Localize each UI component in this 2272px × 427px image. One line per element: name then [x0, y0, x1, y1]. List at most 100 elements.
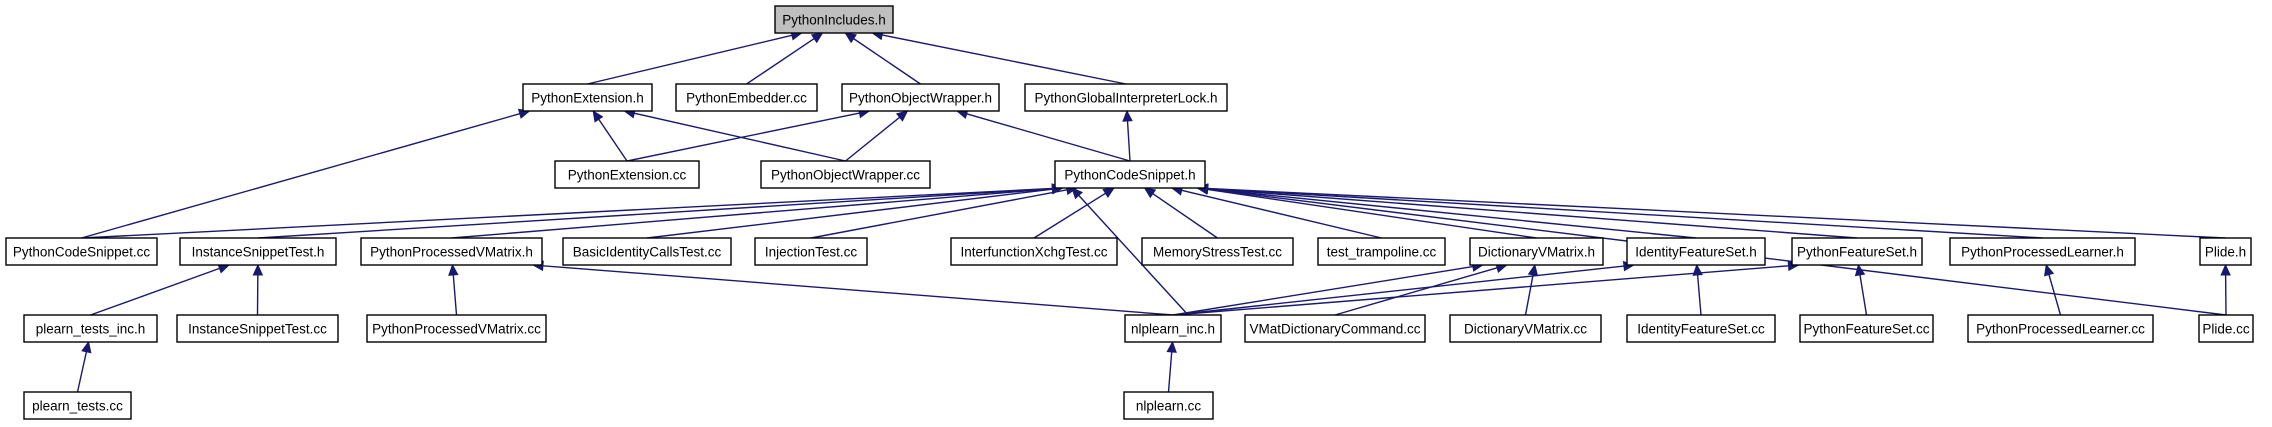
node-tramp[interactable]: test_trampoline.cc: [1317, 237, 1446, 266]
edge-line: [1172, 265, 1474, 316]
arrow-head: [810, 32, 824, 44]
node-ifs[interactable]: IdentityFeatureSet.h: [1626, 237, 1766, 266]
node-box: [554, 160, 700, 189]
node-label: PythonProcessedLearner.h: [1961, 245, 2124, 260]
edge-pycs-to-pyobjw: [955, 108, 1131, 162]
node-pfs[interactable]: PythonFeatureSet.h: [1791, 237, 1923, 266]
node-box: [1626, 237, 1766, 266]
edge-line: [1207, 188, 1537, 239]
node-box: [1449, 314, 1602, 343]
node-label: PythonExtension.h: [531, 91, 644, 106]
node-box: [1123, 391, 1214, 420]
node-plideh[interactable]: Plide.h: [2199, 237, 2252, 266]
arrow-head: [895, 110, 909, 122]
node-label: PythonGlobalInterpreterLock.h: [1034, 91, 1217, 106]
node-ixt[interactable]: InterfunctionXchgTest.cc: [950, 237, 1118, 266]
node-ifscc[interactable]: IdentityFeatureSet.cc: [1626, 314, 1776, 343]
edge-pygil-to-pyincludes: [871, 29, 1127, 85]
node-injt[interactable]: InjectionTest.cc: [754, 237, 868, 266]
node-ppvm[interactable]: PythonProcessedVMatrix.h: [360, 237, 543, 266]
edge-ppvmcc-to-ppvm: [448, 263, 459, 316]
node-isth[interactable]: InstanceSnippetTest.h: [179, 237, 337, 266]
node-label: nlplearn.cc: [1136, 399, 1202, 414]
node-label: PythonCodeSnippet.cc: [13, 245, 151, 260]
node-label: plearn_tests_inc.h: [36, 322, 146, 337]
node-pfscc[interactable]: PythonFeatureSet.cc: [1799, 314, 1934, 343]
edge-line: [1207, 188, 1858, 239]
edge-line: [1078, 194, 1201, 329]
node-ppvmcc[interactable]: PythonProcessedVMatrix.cc: [366, 314, 547, 343]
node-istcc[interactable]: InstanceSnippetTest.cc: [176, 314, 339, 343]
node-vmdc[interactable]: VMatDictionaryCommand.cc: [1244, 314, 1426, 343]
edge-line: [1172, 265, 1789, 316]
arrow-head: [1166, 340, 1177, 353]
edge-pyemb-to-pyincludes: [746, 32, 824, 85]
node-dvmcc[interactable]: DictionaryVMatrix.cc: [1449, 314, 1602, 343]
node-box: [1054, 160, 1206, 189]
arrow-head: [448, 263, 459, 276]
arrow-head: [1854, 263, 1866, 277]
node-box: [2199, 237, 2252, 266]
edge-line: [810, 189, 1068, 239]
edge-line: [1334, 267, 1498, 316]
edge-line: [452, 274, 458, 316]
node-pltinc[interactable]: plearn_tests_inc.h: [23, 314, 158, 343]
arrow-head: [844, 32, 857, 44]
node-box: [1024, 83, 1228, 112]
node-pyext[interactable]: PythonExtension.h: [522, 83, 653, 112]
node-box: [1799, 314, 1934, 343]
node-pygil[interactable]: PythonGlobalInterpreterLock.h: [1024, 83, 1228, 112]
node-box: [1626, 314, 1776, 343]
node-pyemb[interactable]: PythonEmbedder.cc: [675, 83, 818, 112]
node-ppl[interactable]: PythonProcessedLearner.h: [1949, 237, 2136, 266]
edge-line: [1172, 265, 1625, 316]
node-pyextcc[interactable]: PythonExtension.cc: [554, 160, 700, 189]
edge-pyextcc-to-pyext: [592, 109, 628, 162]
node-label: PythonFeatureSet.cc: [1803, 322, 1929, 337]
node-label: PythonObjectWrapper.cc: [771, 168, 920, 183]
edge-pltinc-to-isth: [90, 263, 231, 316]
edge-line: [1033, 192, 1106, 239]
node-box: [1967, 314, 2154, 343]
node-pycscc[interactable]: PythonCodeSnippet.cc: [5, 237, 158, 266]
node-dvm[interactable]: DictionaryVMatrix.h: [1469, 237, 1604, 266]
node-label: InjectionTest.cc: [765, 245, 858, 260]
node-pyobjw[interactable]: PythonObjectWrapper.h: [841, 83, 1000, 112]
node-pltcc[interactable]: plearn_tests.cc: [23, 391, 132, 420]
node-label: IdentityFeatureSet.cc: [1637, 322, 1765, 337]
node-box: [1141, 237, 1294, 266]
edge-line: [1524, 274, 1534, 316]
node-label: InterfunctionXchgTest.cc: [960, 245, 1107, 260]
node-nlcc[interactable]: nlplearn.cc: [1123, 391, 1214, 420]
node-pycs[interactable]: PythonCodeSnippet.h: [1054, 160, 1206, 189]
edge-line: [1152, 193, 1218, 239]
arrow-head: [252, 263, 264, 276]
node-nlinc[interactable]: nlplearn_inc.h: [1124, 314, 1222, 343]
node-mst[interactable]: MemoryStressTest.cc: [1141, 237, 1294, 266]
node-box: [1949, 237, 2136, 266]
edge-line: [966, 113, 1131, 162]
node-box: [774, 5, 894, 34]
edge-pycs-to-pygil: [1122, 109, 1133, 162]
node-plidecc[interactable]: Plide.cc: [2198, 314, 2254, 343]
node-label: test_trampoline.cc: [1327, 245, 1437, 260]
edge-pltcc-to-pltinc: [76, 340, 92, 393]
node-box: [562, 237, 732, 266]
node-label: IdentityFeatureSet.h: [1635, 245, 1757, 260]
edge-line: [76, 351, 88, 393]
edge-nlinc-to-dvm: [1172, 261, 1484, 316]
node-box: [1791, 237, 1923, 266]
edge-line: [451, 188, 1053, 239]
edge-line: [81, 113, 521, 239]
node-box: [179, 237, 337, 266]
node-pplcc[interactable]: PythonProcessedLearner.cc: [1967, 314, 2154, 343]
arrow-head: [1102, 187, 1116, 199]
node-box: [366, 314, 547, 343]
node-label: PythonObjectWrapper.h: [849, 91, 992, 106]
node-pyincludes[interactable]: PythonIncludes.h: [774, 5, 894, 34]
node-bict[interactable]: BasicIdentityCallsTest.cc: [562, 237, 732, 266]
node-label: nlplearn_inc.h: [1131, 322, 1215, 337]
node-pyobjwcc[interactable]: PythonObjectWrapper.cc: [760, 160, 931, 189]
edge-mst-to-pycs: [1143, 187, 1218, 239]
